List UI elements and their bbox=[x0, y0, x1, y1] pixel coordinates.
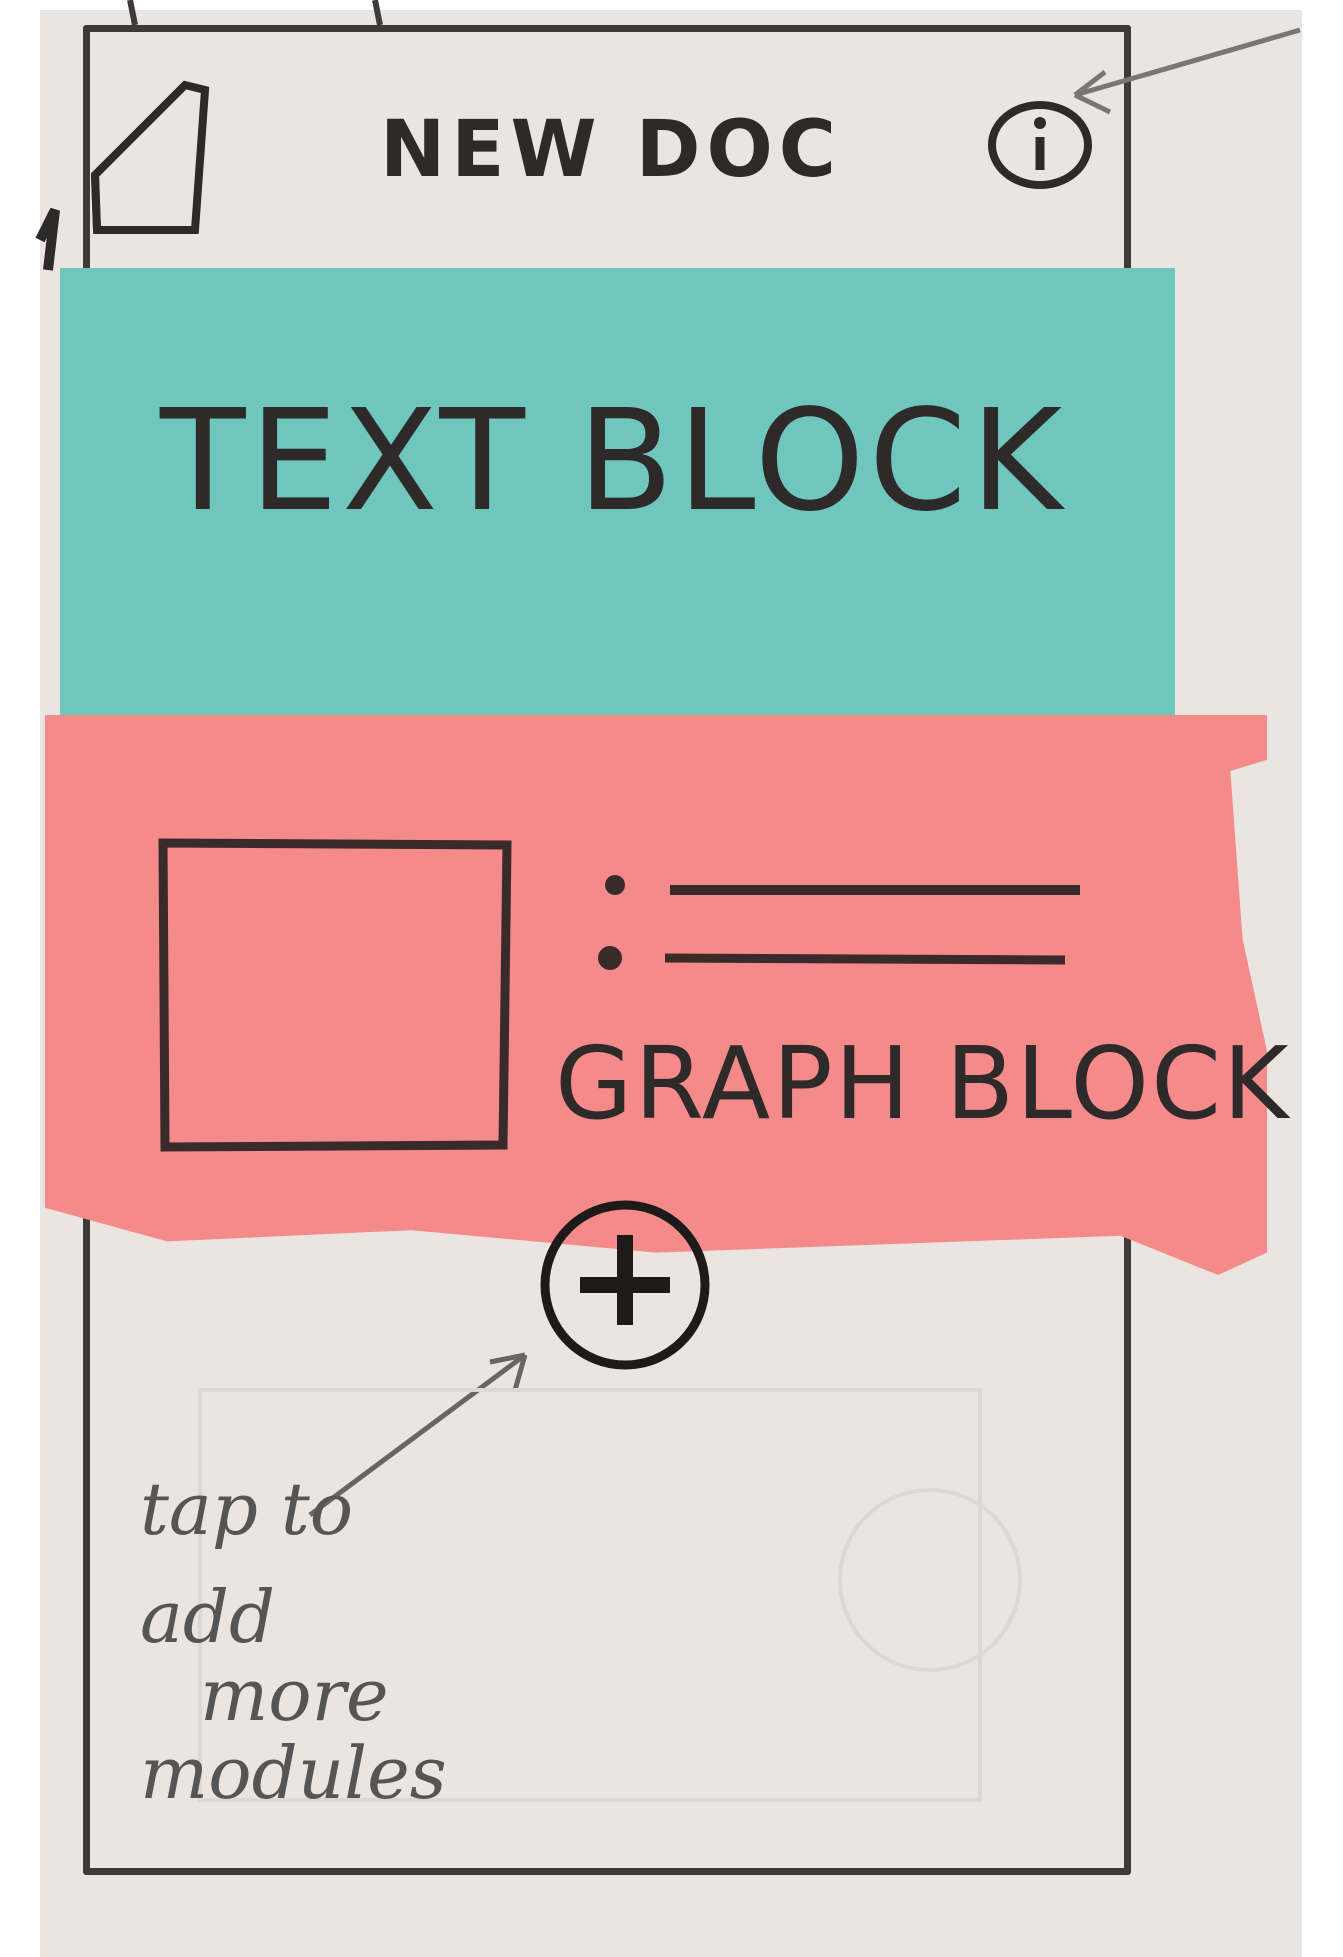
annotation-line-2: add bbox=[140, 1578, 447, 1656]
annotation-line-3: more bbox=[140, 1656, 447, 1734]
annotation-line-4: modules bbox=[140, 1734, 447, 1812]
annotation-line-1: tap to bbox=[140, 1470, 447, 1548]
annotation-note: tap to add more modules bbox=[140, 1470, 447, 1812]
